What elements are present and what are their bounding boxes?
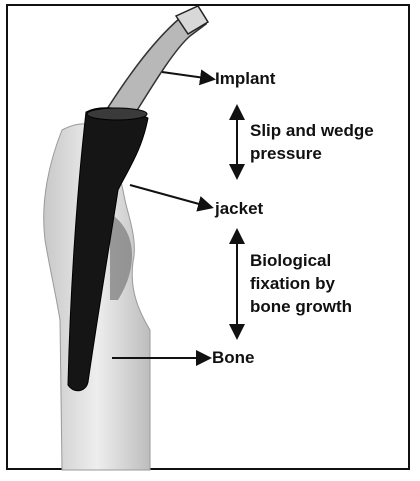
jacket-label: jacket — [215, 198, 263, 220]
bio-label-line2: fixation by — [250, 273, 335, 295]
bone-label: Bone — [212, 347, 255, 369]
slip-label-line1: Slip and wedge — [250, 120, 374, 142]
slip-label-line2: pressure — [250, 143, 322, 165]
bio-label-line1: Biological — [250, 250, 331, 272]
jacket-opening — [87, 108, 147, 120]
implant-label: Implant — [215, 68, 275, 90]
bio-label-line3: bone growth — [250, 296, 352, 318]
implant-leader-arrow — [162, 72, 212, 79]
jacket-leader-arrow — [130, 185, 210, 207]
